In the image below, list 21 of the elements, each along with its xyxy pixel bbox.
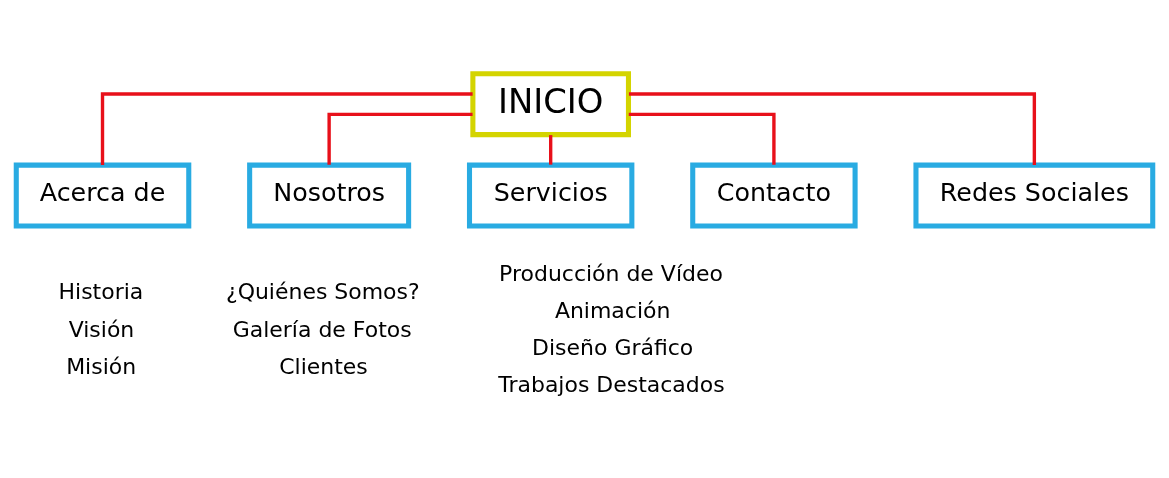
connector xyxy=(549,134,553,165)
node-box: Acerca de xyxy=(13,162,192,228)
connector xyxy=(628,91,1037,165)
node-label: ¿Quiénes Somos? xyxy=(225,278,420,304)
node-label: Diseño Gráfico xyxy=(532,334,694,360)
node-label: Producción de Vídeo xyxy=(499,260,723,286)
node-label: Clientes xyxy=(279,353,368,379)
node-label: Historia xyxy=(58,278,144,304)
node-label: Trabajos Destacados xyxy=(498,371,725,397)
node-box: Servicios xyxy=(466,162,635,228)
connector xyxy=(628,112,776,165)
node-label: Misión xyxy=(66,353,137,379)
node-label: Animación xyxy=(554,297,671,323)
node-box: INICIO xyxy=(470,70,631,137)
connector xyxy=(327,112,473,165)
node-label: Visión xyxy=(68,316,135,342)
node-label: Galería de Fotos xyxy=(232,316,412,342)
node-box: Redes Sociales xyxy=(913,162,1156,228)
node-box: Nosotros xyxy=(247,162,412,228)
node-box: Contacto xyxy=(690,162,858,228)
connector xyxy=(100,91,473,165)
